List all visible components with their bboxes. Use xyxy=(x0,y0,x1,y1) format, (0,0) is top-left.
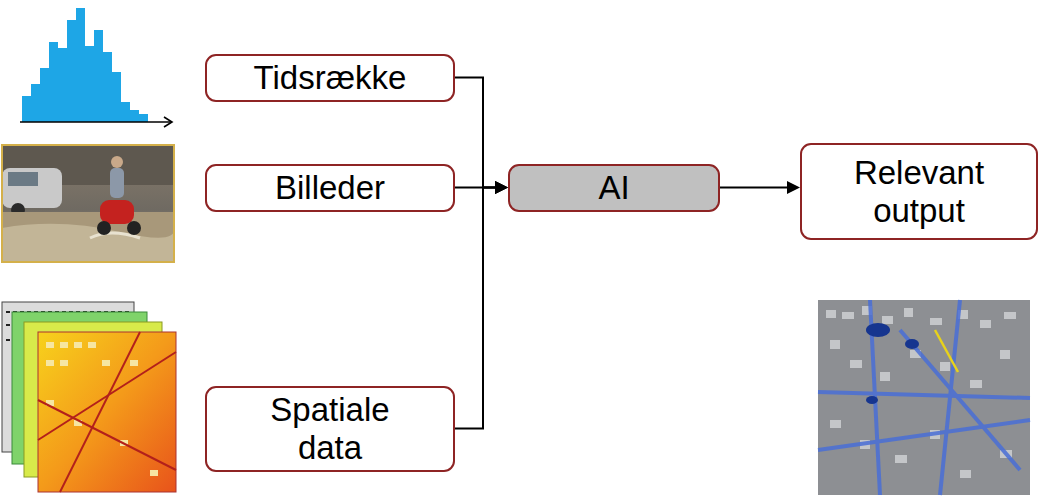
connector-arrow xyxy=(455,181,508,194)
connector-arrow xyxy=(720,181,800,194)
text-stack: Tidsrække xyxy=(254,59,407,97)
text-stack: Spatiale data xyxy=(250,391,410,467)
connector-arrow xyxy=(455,181,508,429)
flood-map xyxy=(818,300,1030,495)
text-stack: Relevant output xyxy=(834,154,1004,230)
box-label: Tidsrække xyxy=(254,59,407,97)
input-box: Spatiale data xyxy=(205,386,455,472)
text-stack: Billeder xyxy=(275,169,385,207)
histogram-icon xyxy=(20,8,172,127)
output-box: Relevant output xyxy=(800,143,1038,240)
input-box: Billeder xyxy=(205,164,455,212)
process-box: AI xyxy=(508,164,720,212)
spatial-layers xyxy=(2,302,176,492)
box-label: AI xyxy=(598,169,629,207)
flood-photo xyxy=(2,145,175,262)
text-stack: AI xyxy=(598,169,629,207)
connector-arrow xyxy=(455,78,508,195)
box-label: Billeder xyxy=(275,169,385,207)
box-label: Spatiale data xyxy=(250,391,410,467)
box-label: Relevant output xyxy=(834,154,1004,230)
input-box: Tidsrække xyxy=(205,54,455,102)
